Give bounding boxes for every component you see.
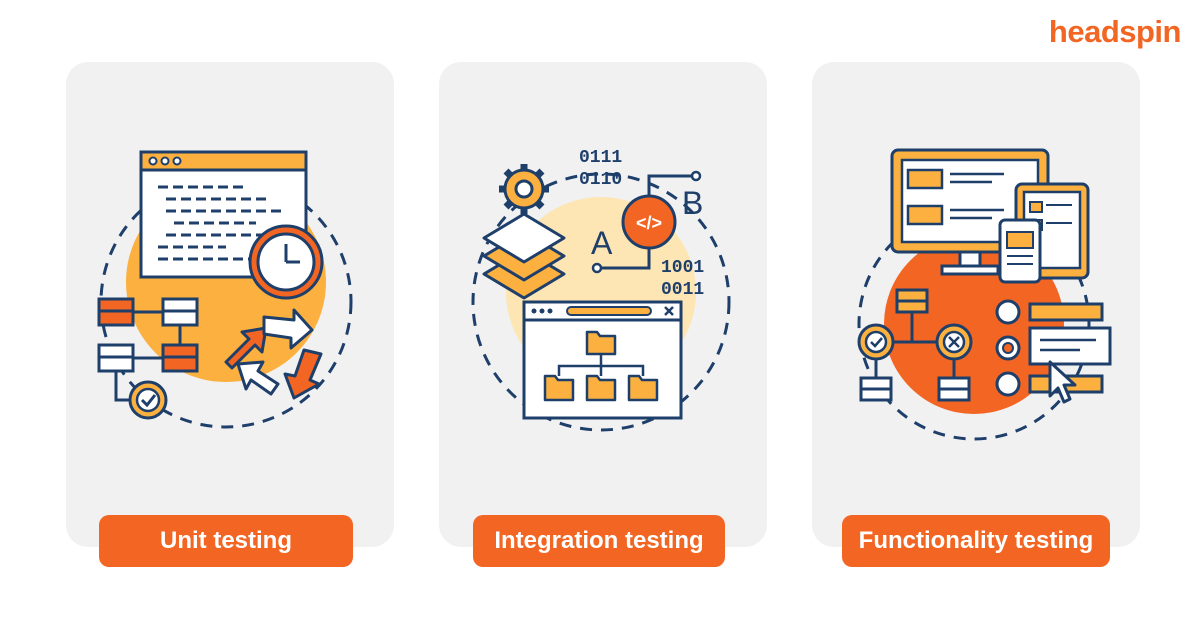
integration-testing-illustration: 0111 0110 1001 0011 </> B A	[471, 148, 731, 432]
headspin-logo: headspin	[1048, 14, 1182, 49]
svg-text:0011: 0011	[661, 280, 704, 300]
functionality-testing-label: Functionality testing	[842, 515, 1110, 567]
svg-text:B: B	[682, 185, 703, 221]
svg-text:</>: </>	[636, 213, 662, 233]
unit-testing-label: Unit testing	[99, 515, 353, 567]
svg-text:0110: 0110	[579, 170, 622, 190]
svg-text:0111: 0111	[579, 148, 622, 168]
unit-testing-card	[66, 62, 394, 547]
svg-text:A: A	[591, 225, 613, 261]
functionality-testing-card	[812, 62, 1140, 547]
integration-testing-card: 0111 0110 1001 0011 </> B A	[439, 62, 767, 547]
integration-testing-label: Integration testing	[473, 515, 725, 567]
svg-text:1001: 1001	[661, 258, 704, 278]
unit-testing-illustration	[97, 150, 353, 429]
cursor-icon	[1048, 360, 1077, 404]
gear-icon	[499, 164, 549, 214]
functionality-testing-illustration	[857, 148, 1112, 441]
